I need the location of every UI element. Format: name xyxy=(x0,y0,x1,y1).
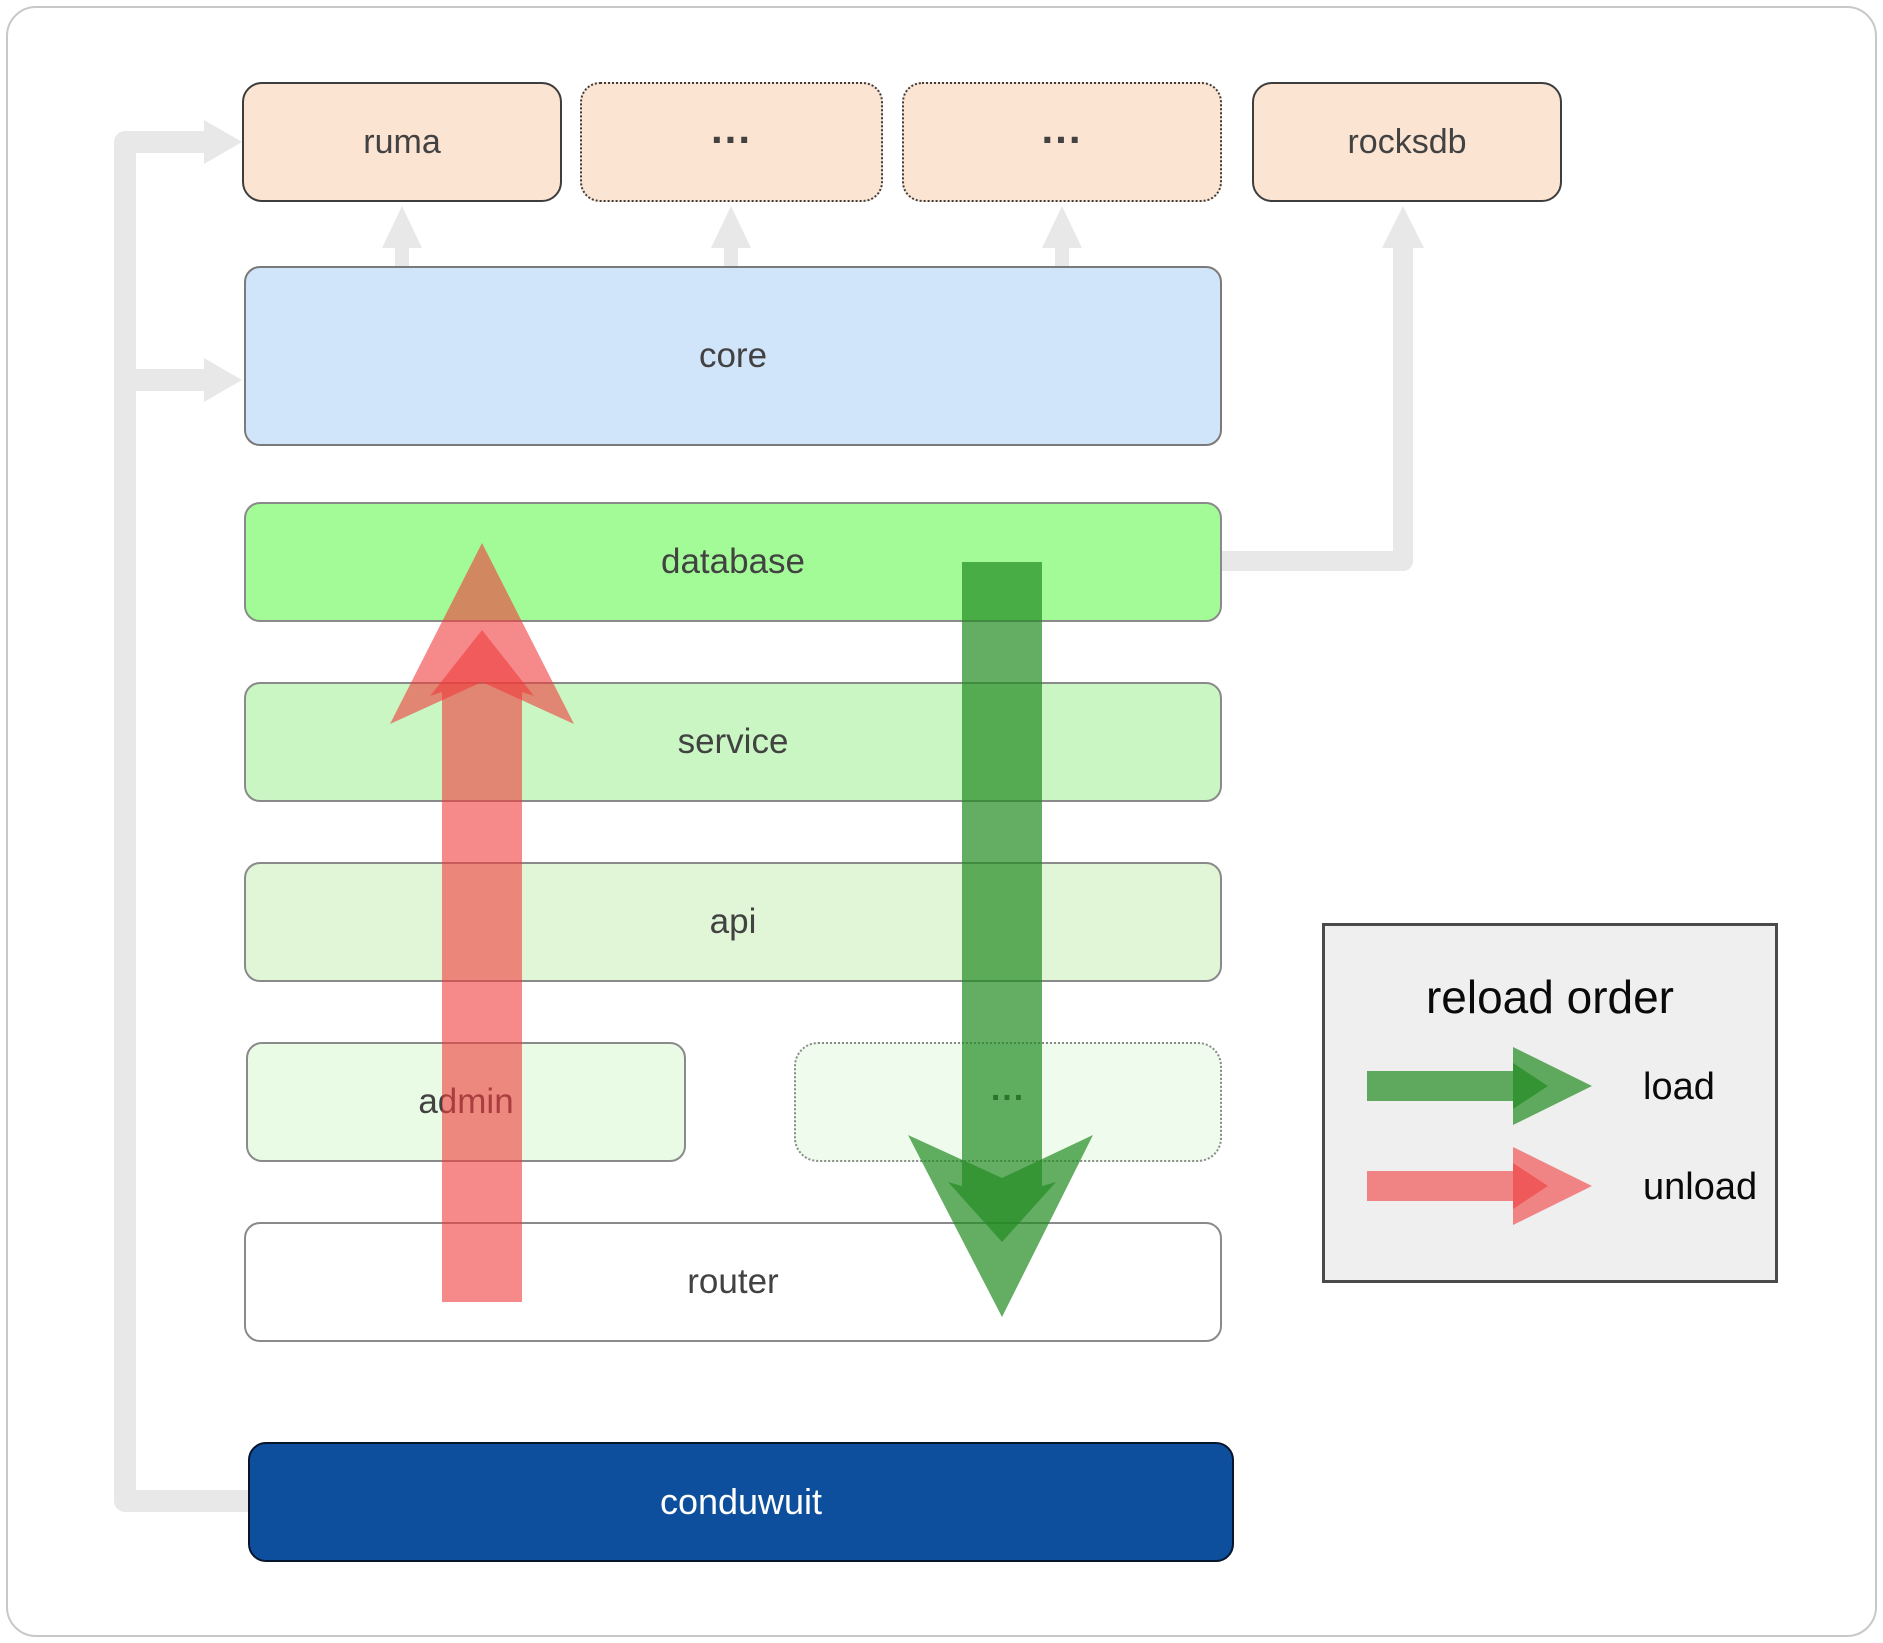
legend-row-unload xyxy=(1367,1139,1597,1233)
diagram-border xyxy=(6,6,1877,1637)
box-database-label: database xyxy=(660,542,806,581)
box-ext-crate-2: ... xyxy=(902,82,1222,202)
box-core-label: core xyxy=(698,336,768,375)
box-core: core xyxy=(244,266,1222,446)
box-rocksdb-label: rocksdb xyxy=(1347,122,1467,161)
legend-label-load: load xyxy=(1643,1066,1715,1108)
box-router-label: router xyxy=(687,1262,779,1301)
box-ext-crate-2-label: ... xyxy=(1041,105,1083,152)
box-conduwuit-label: conduwuit xyxy=(659,1481,823,1522)
box-admin-ext: ... xyxy=(794,1042,1222,1162)
box-rocksdb: rocksdb xyxy=(1252,82,1562,202)
box-ext-crate-1: ... xyxy=(580,82,883,202)
legend-title: reload order xyxy=(1425,971,1675,1023)
box-ruma: ruma xyxy=(242,82,562,202)
box-admin-label: admin xyxy=(418,1082,514,1121)
box-router: router xyxy=(244,1222,1222,1342)
box-admin-ext-label: ... xyxy=(990,1069,1026,1108)
legend-label-unload: unload xyxy=(1643,1166,1758,1208)
box-ruma-label: ruma xyxy=(363,122,441,161)
legend: reload order load unload xyxy=(1322,923,1778,1283)
box-admin: admin xyxy=(246,1042,686,1162)
legend-row-load xyxy=(1367,1039,1597,1133)
box-conduwuit: conduwuit xyxy=(248,1442,1234,1562)
box-database: database xyxy=(244,502,1222,622)
box-ext-crate-1-label: ... xyxy=(710,105,752,152)
box-service-label: service xyxy=(677,722,789,761)
unload-legend-arrow-icon xyxy=(1367,1147,1592,1225)
box-service: service xyxy=(244,682,1222,802)
box-api: api xyxy=(244,862,1222,982)
load-legend-arrow-icon xyxy=(1367,1047,1592,1125)
box-api-label: api xyxy=(709,902,757,941)
